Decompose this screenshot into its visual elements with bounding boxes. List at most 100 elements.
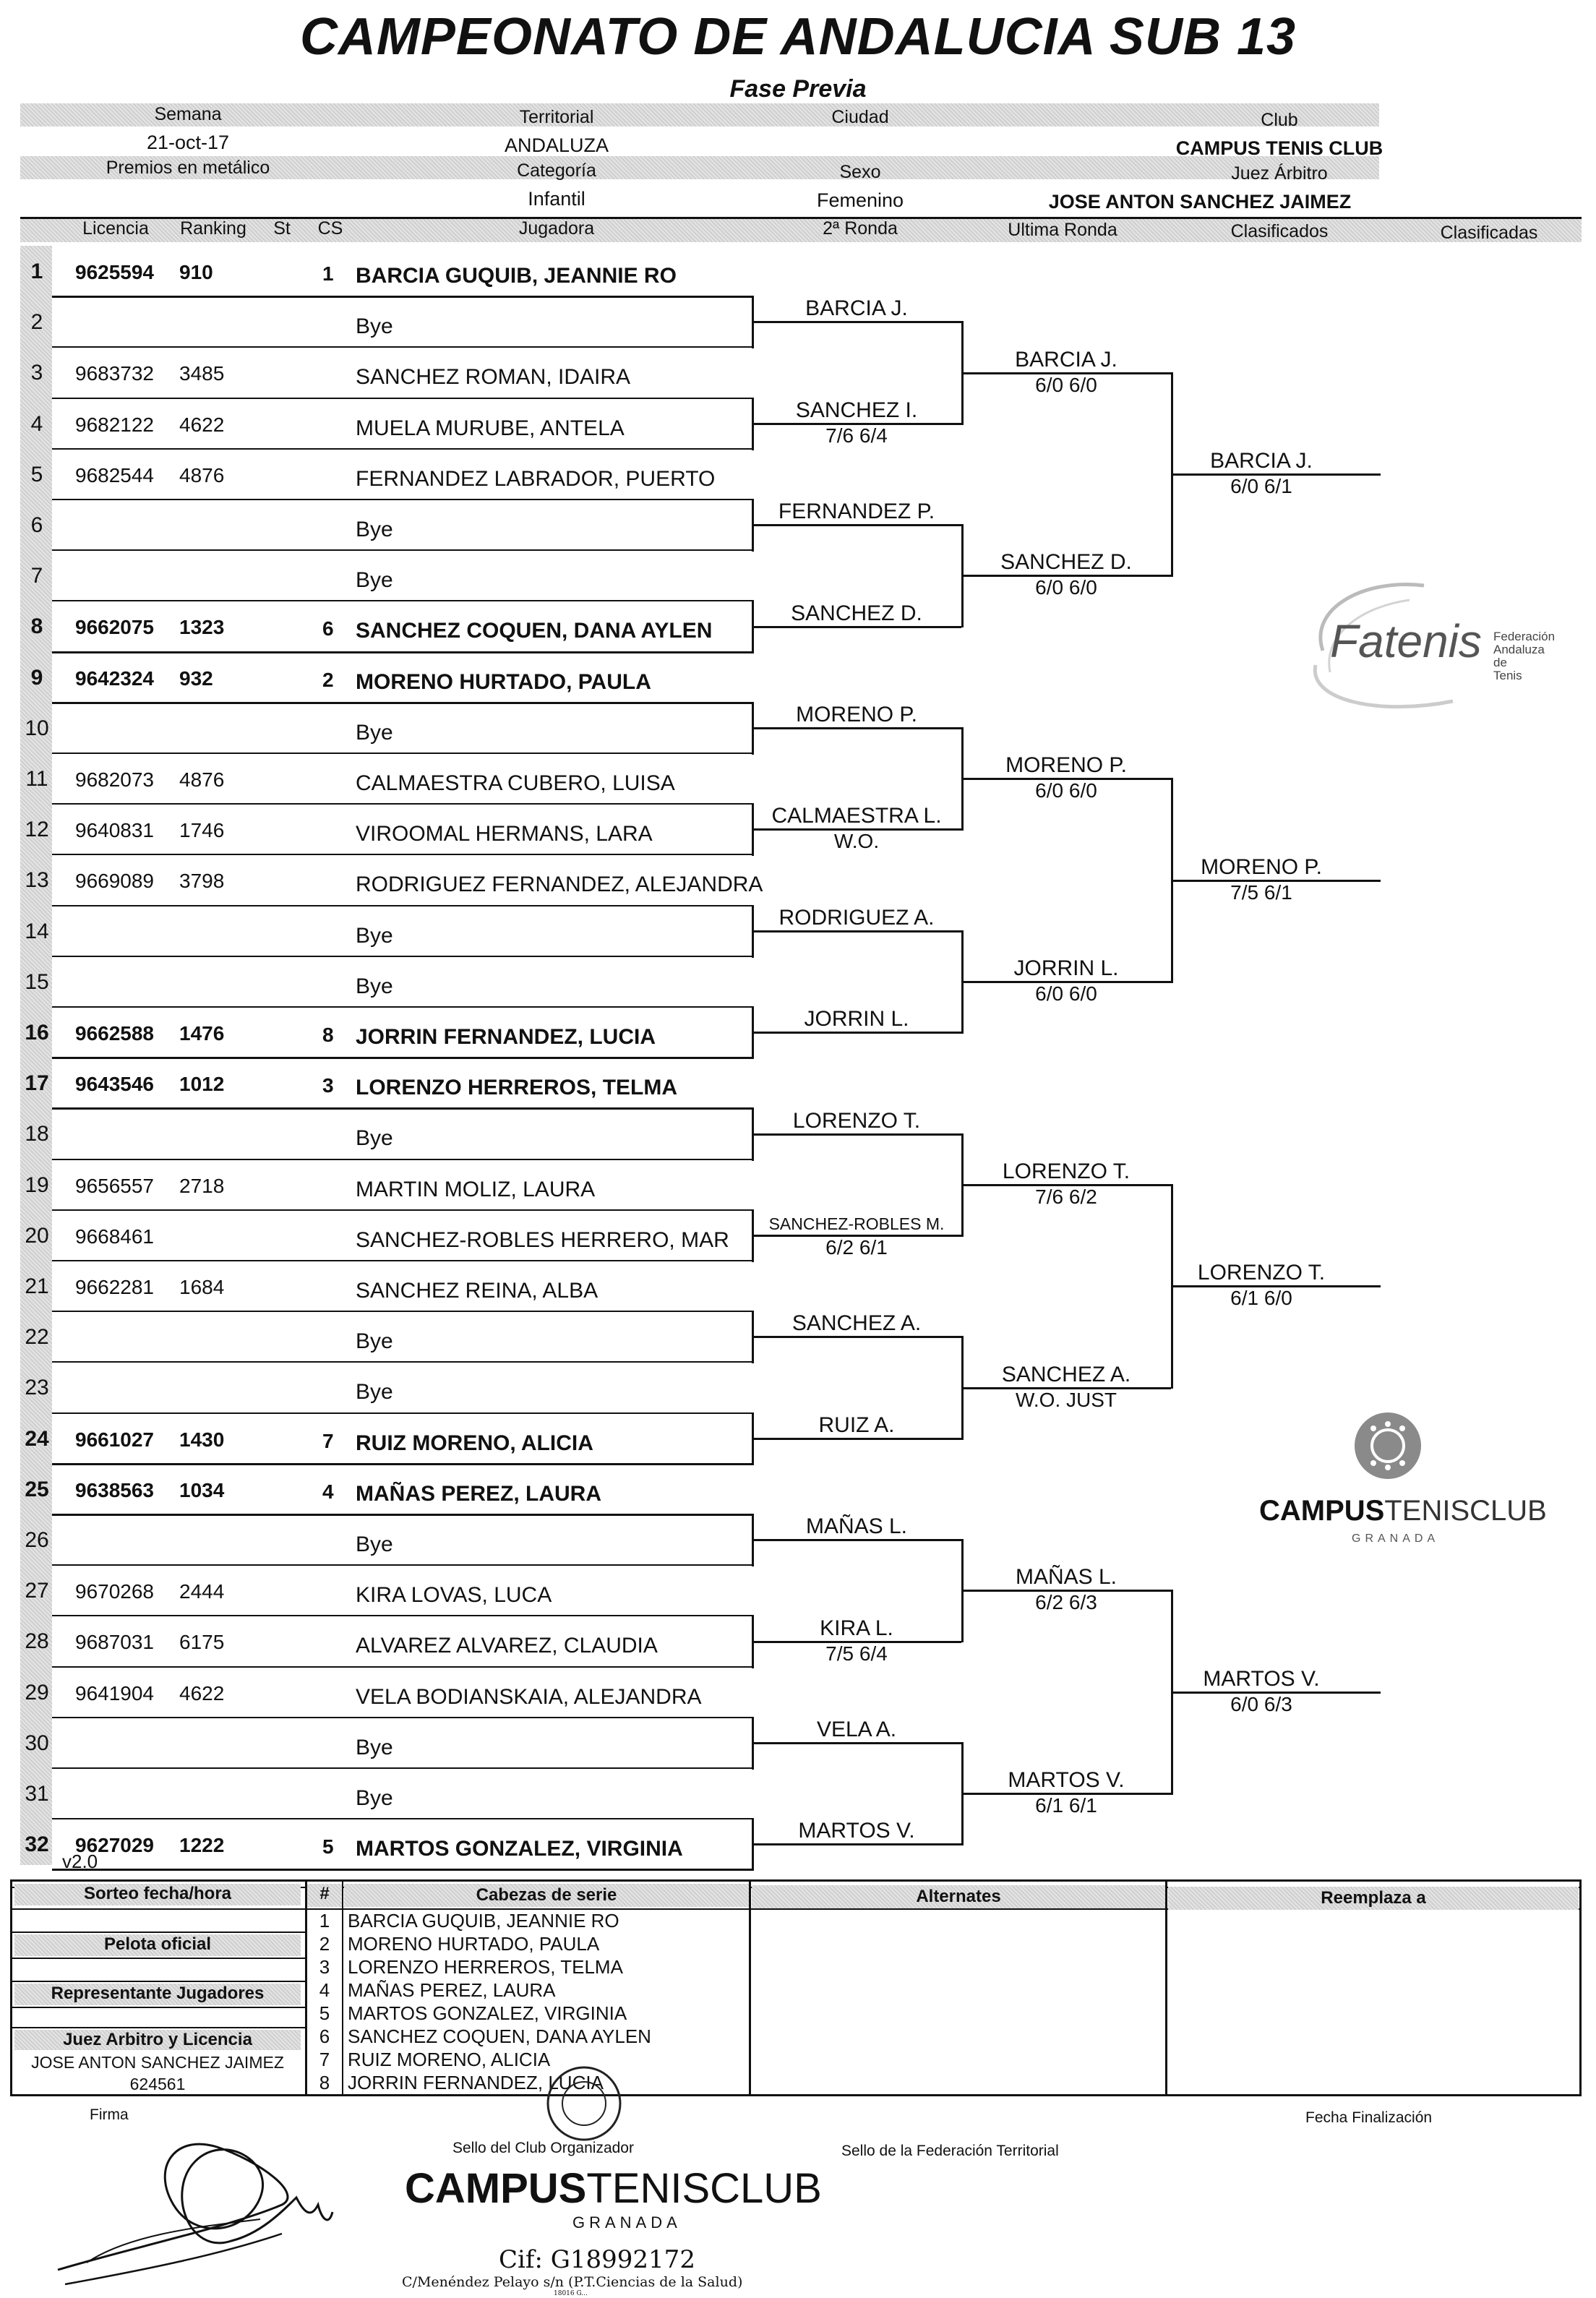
round2-winner: BARCIA J.: [805, 296, 908, 321]
round2-winner: SANCHEZ A.: [791, 1311, 922, 1336]
row-number: 7: [30, 564, 43, 588]
col-ranking: Ranking: [180, 218, 246, 239]
seed-cell: 8: [322, 1024, 334, 1046]
representante-band: [14, 1984, 301, 2005]
row-number: 31: [25, 1782, 49, 1806]
licencia-cell: 9682122: [75, 413, 155, 436]
row-number: 13: [25, 868, 49, 893]
sorteo-band: [14, 1884, 301, 1905]
seed-cell: 5: [322, 1835, 334, 1858]
row-number: 22: [25, 1325, 49, 1350]
player-name: Bye: [356, 720, 393, 745]
round3-score: 7/6 6/2: [1035, 1185, 1097, 1208]
qualified-score: 6/0 6/3: [1230, 1692, 1292, 1715]
sexo-value: Femenino: [816, 189, 904, 211]
firma-label: Firma: [90, 2106, 129, 2123]
seed-number: 1: [319, 1910, 330, 1932]
row-number: 11: [25, 767, 48, 791]
row-number: 19: [25, 1172, 49, 1197]
row-number: 17: [25, 1071, 49, 1096]
alternates-band: [752, 1885, 1165, 1908]
version-label: v2.0: [62, 1851, 98, 1872]
player-line: [52, 1361, 753, 1363]
seed-cell: 6: [322, 617, 334, 640]
round2-winner: FERNANDEZ P.: [778, 500, 935, 524]
row-number: 18: [25, 1122, 49, 1146]
ranking-cell: 1034: [179, 1478, 225, 1501]
pelota-label: Pelota oficial: [103, 1934, 212, 1954]
qualified-winner: BARCIA J.: [1210, 448, 1313, 473]
ranking-cell: 6175: [179, 1631, 225, 1654]
juez-value: JOSE ANTON SANCHEZ JAIMEZ: [1048, 191, 1352, 213]
round2-winner: RODRIGUEZ A.: [778, 905, 935, 930]
licencia-cell: 9682073: [75, 768, 155, 791]
seed-number: 3: [319, 1956, 330, 1978]
stamp-zip: 18016 G...: [554, 2290, 588, 2297]
seed-cell: 7: [322, 1429, 334, 1452]
round3-winner: BARCIA J.: [1015, 347, 1117, 372]
player-name: JORRIN FERNANDEZ, LUCIA: [356, 1025, 656, 1049]
r2-line: [752, 828, 961, 831]
round2-score: 7/5 6/4: [825, 1642, 888, 1665]
fatenis-subtitle: Federación Andaluza de Tenis: [1493, 630, 1555, 682]
campus-logo: CAMPUSTENISCLUB GRANADA: [1250, 1410, 1554, 1569]
licencia-cell: 9668461: [75, 1225, 155, 1248]
signature-image: [57, 2143, 334, 2286]
r3-line: [961, 1590, 1171, 1592]
player-line: [52, 1514, 753, 1516]
row-number: 24: [25, 1426, 49, 1451]
player-name: Bye: [356, 1735, 393, 1759]
round2-winner: RUIZ A.: [818, 1412, 895, 1437]
player-line: [52, 1462, 753, 1465]
round3-score: W.O. JUST: [1016, 1388, 1117, 1411]
pelota-top-rule: [10, 1932, 305, 1933]
bottom-divider-4: [1165, 1879, 1167, 2096]
r3-line: [961, 778, 1171, 781]
player-name: Bye: [356, 1380, 393, 1405]
r2-line: [752, 726, 961, 729]
alternates-label: Alternates: [916, 1887, 1001, 1906]
row-number: 1: [30, 260, 43, 283]
round3-winner: MORENO P.: [1005, 753, 1127, 778]
campus-city: GRANADA: [1352, 1532, 1440, 1545]
campus-word-a: CAMPUS: [1259, 1495, 1385, 1527]
round3-score: 6/0 6/0: [1035, 779, 1097, 802]
player-line: [52, 1869, 753, 1872]
player-line: [52, 803, 753, 805]
player-line: [52, 1209, 753, 1211]
r2-line: [752, 1640, 961, 1643]
player-name: Bye: [356, 974, 393, 998]
sello-club-label: Sello del Club Organizador: [452, 2140, 634, 2156]
stamp-cif: Cif: G18992172: [499, 2245, 695, 2274]
r3-line: [961, 980, 1171, 983]
fatenis-sub-2: Andaluza de: [1493, 643, 1545, 669]
seed-name: RUIZ MORENO, ALICIA: [348, 2049, 551, 2070]
qualified-winner: MORENO P.: [1201, 854, 1322, 879]
player-line: [52, 397, 753, 399]
pelota-rule: [10, 1958, 305, 1959]
row-number: 32: [25, 1832, 49, 1857]
qualified-line: [1171, 879, 1381, 882]
fatenis-swoosh-icon: [1313, 583, 1454, 709]
semana-label: Semana: [154, 104, 222, 124]
player-name: Bye: [356, 1126, 393, 1151]
qualified-line: [1171, 1691, 1381, 1694]
round3-score: 6/0 6/0: [1035, 373, 1097, 396]
r3-line: [961, 372, 1171, 374]
fatenis-sub-1: Federación: [1493, 630, 1556, 643]
player-line: [52, 1107, 753, 1110]
bottom-divider-3: [749, 1879, 751, 2096]
stamp-club-name: CAMPUSTENISCLUB: [405, 2164, 822, 2213]
player-line: [52, 1006, 753, 1008]
player-name: Bye: [356, 518, 393, 541]
r2-line: [752, 321, 961, 324]
juez-name: JOSE ANTON SANCHEZ JAIMEZ: [31, 2053, 284, 2072]
bottom-table: [10, 1879, 1582, 2096]
licencia-cell: 9641904: [75, 1681, 155, 1705]
licencia-cell: 9687031: [75, 1631, 155, 1654]
player-name: Bye: [356, 1329, 393, 1354]
col-st: St: [273, 218, 291, 239]
licencia-cell: 9625594: [75, 261, 155, 283]
